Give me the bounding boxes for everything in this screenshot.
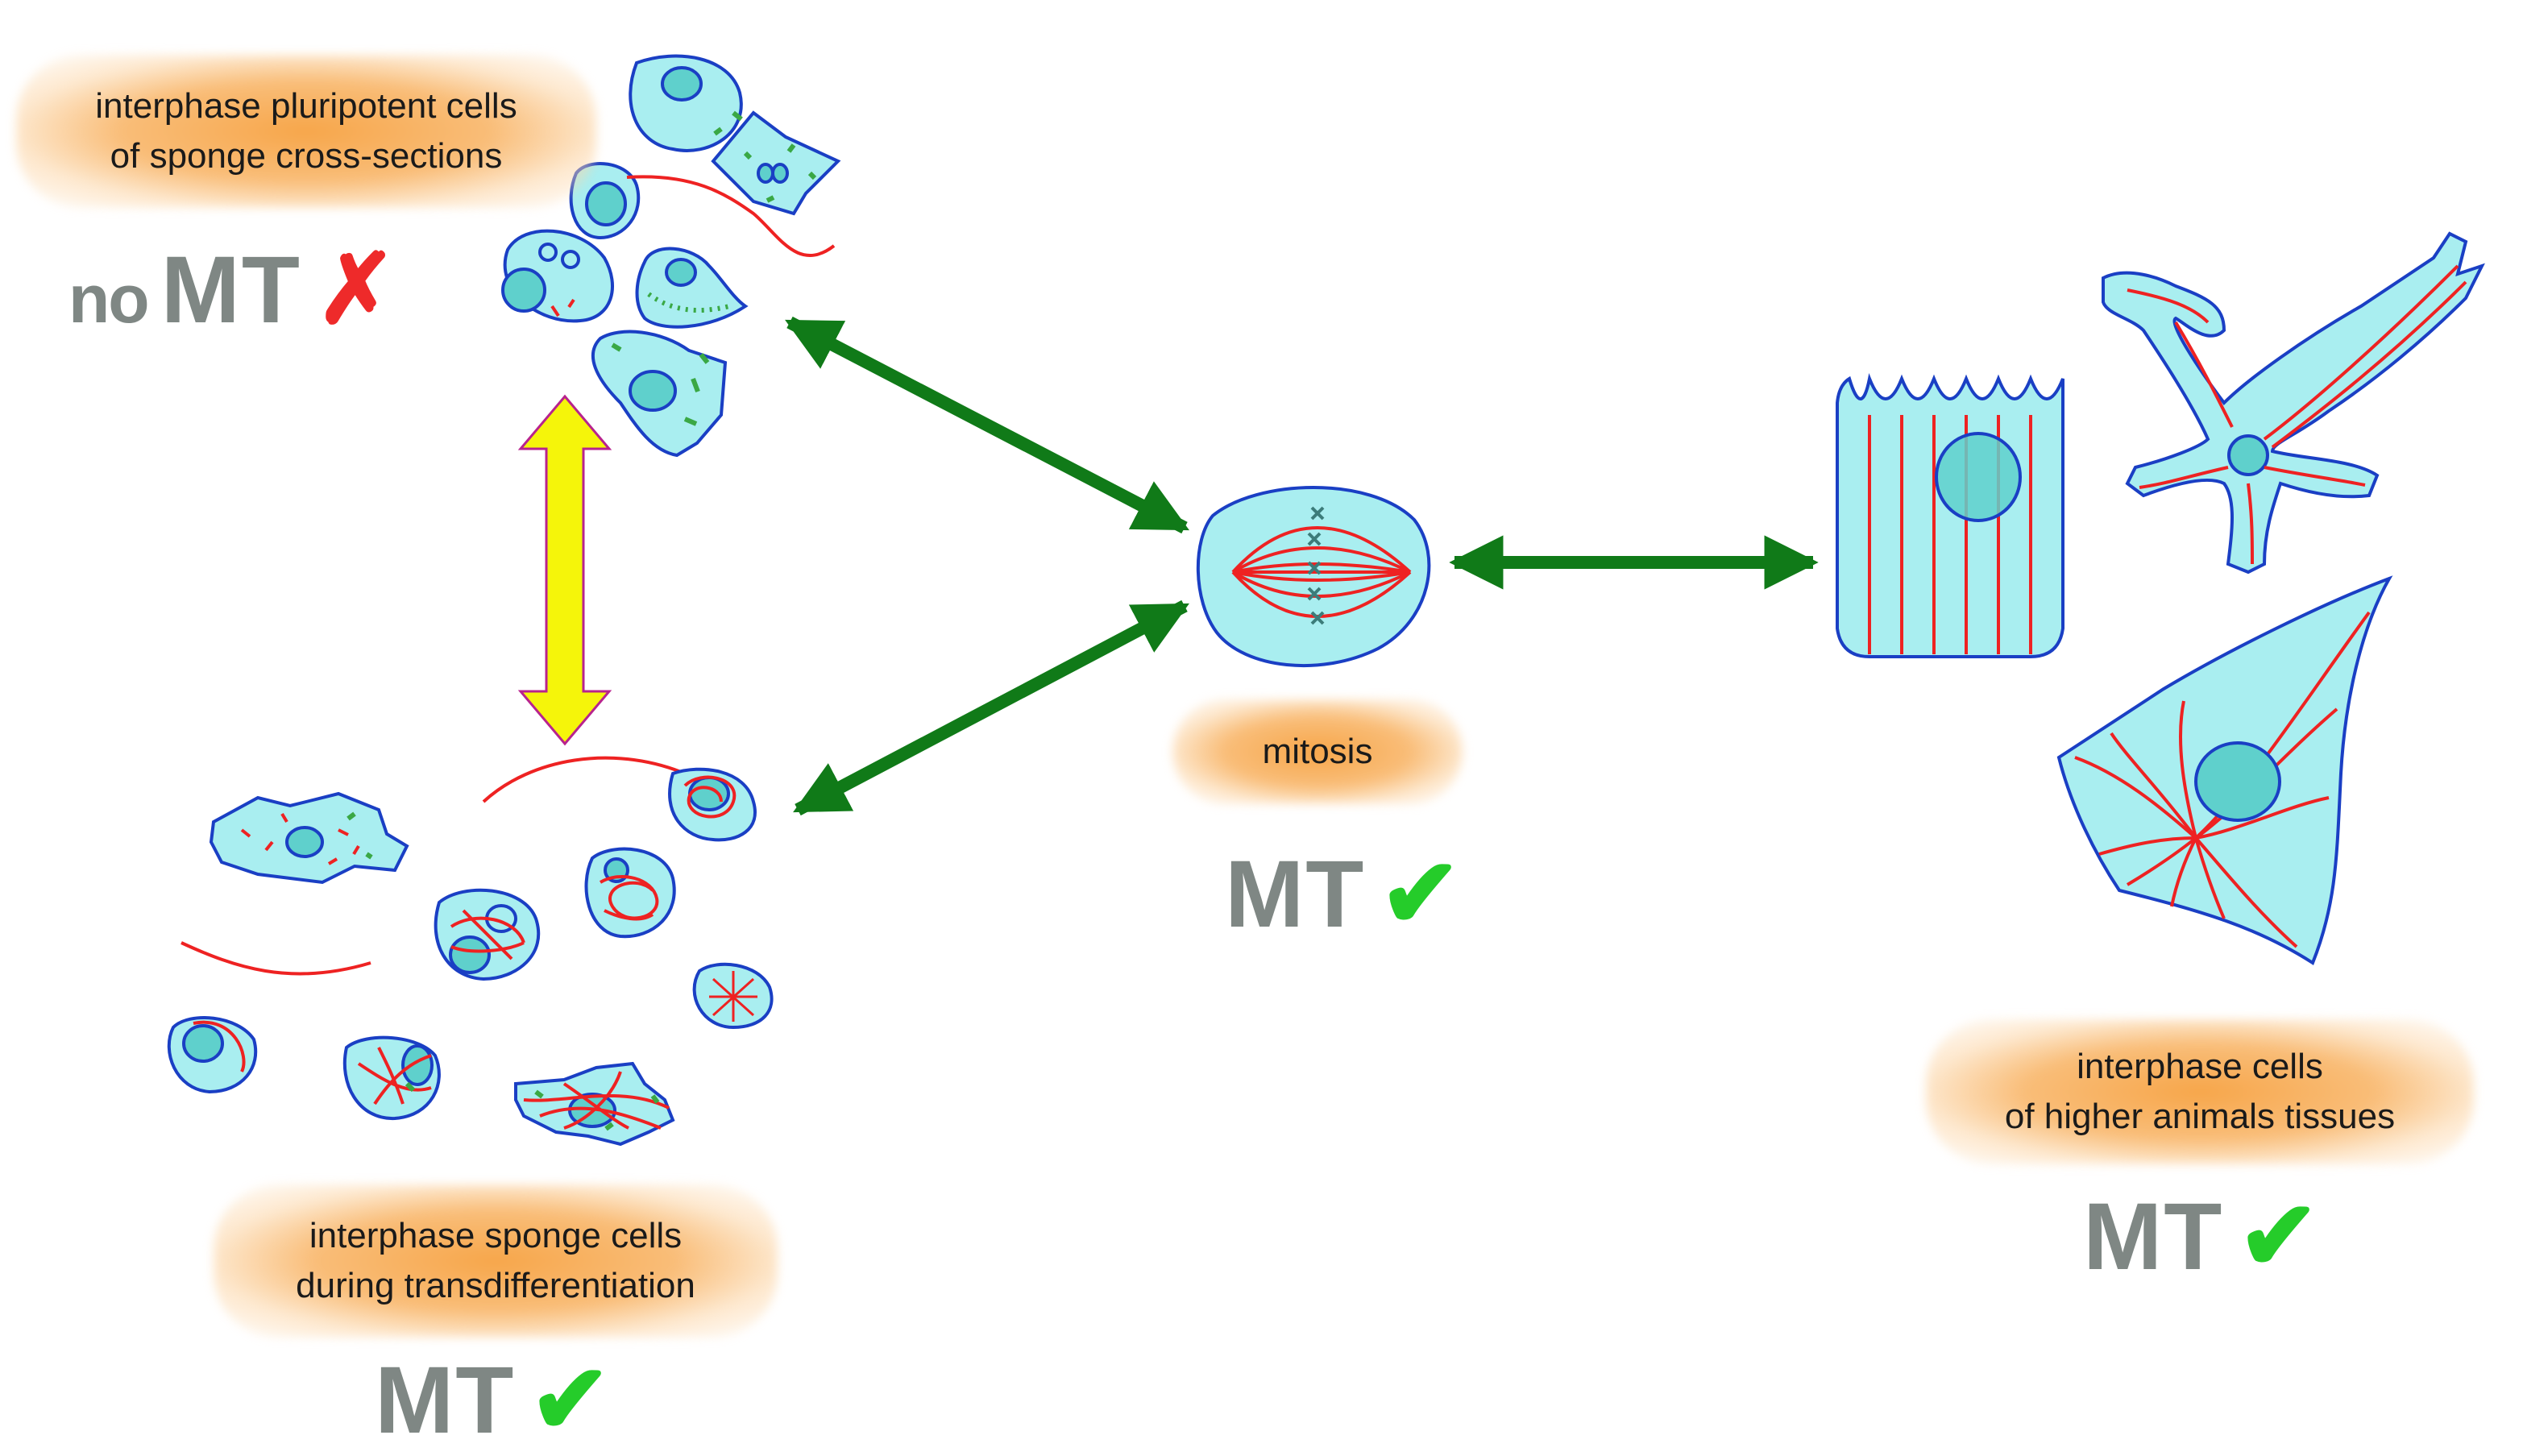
- arrows: [517, 316, 1819, 816]
- mt-label: MT: [160, 237, 301, 343]
- sponge-section-cells: [501, 54, 841, 458]
- nucleus: [661, 66, 703, 102]
- label-line: interphase sponge cells: [309, 1216, 683, 1255]
- mt-label: MT: [375, 1347, 516, 1454]
- cell: [635, 247, 749, 329]
- label-line: mitosis: [1262, 732, 1373, 771]
- label-line: interphase pluripotent cells: [95, 86, 517, 126]
- arrow-sponge-transdiff: [517, 394, 612, 746]
- label-transdiff: interphase sponge cells during transdiff…: [214, 1184, 778, 1338]
- label-line: of sponge cross-sections: [110, 136, 503, 176]
- arrow-transdiff-mitosis: [793, 599, 1189, 816]
- transdiff-cells: [167, 756, 774, 1147]
- chromosomes: [1307, 506, 1325, 625]
- no-prefix: no: [68, 261, 150, 337]
- neuron-cell: [2102, 231, 2485, 575]
- label-line: interphase cells: [2077, 1047, 2323, 1086]
- mt-status-higher: MT ✔: [2083, 1180, 2319, 1292]
- mt-label: MT: [1225, 841, 1366, 948]
- cell: [584, 847, 676, 939]
- cell: [629, 54, 743, 152]
- mt-status-transdiff: MT ✔: [375, 1344, 611, 1456]
- label-line: during transdifferentiation: [296, 1266, 695, 1305]
- mt-status-sponge-sections: no MT ✗: [68, 234, 397, 346]
- check-icon: ✔: [2238, 1182, 2319, 1290]
- mitosis-cell: [1196, 486, 1431, 667]
- cell: [711, 110, 841, 216]
- check-icon: ✔: [529, 1346, 611, 1454]
- label-line: of higher animals tissues: [2004, 1097, 2396, 1136]
- epithelial-cell: [1836, 373, 2064, 658]
- cross-icon: ✗: [316, 235, 397, 343]
- label-mitosis: mitosis: [1172, 699, 1463, 804]
- arrow-sponge-mitosis: [785, 316, 1189, 534]
- fibroblast-cell: [2056, 575, 2393, 965]
- check-icon: ✔: [1380, 840, 1461, 948]
- label-sponge-sections: interphase pluripotent cells of sponge c…: [16, 55, 596, 208]
- mt-label: MT: [2083, 1184, 2224, 1290]
- mt-status-mitosis: MT ✔: [1225, 838, 1461, 950]
- label-higher-animals: interphase cells of higher animals tissu…: [1926, 1019, 2474, 1164]
